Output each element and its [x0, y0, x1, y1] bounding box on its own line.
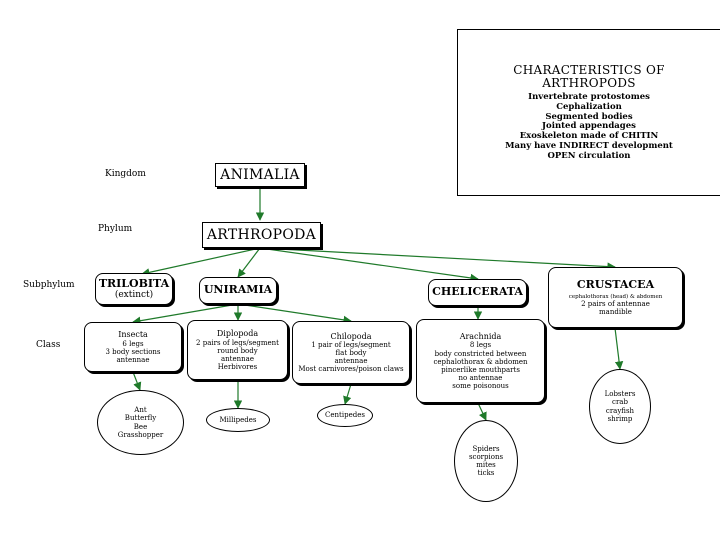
diplopoda-trait: Herbivores [217, 362, 258, 371]
characteristic-item: Cephalization [556, 101, 622, 112]
class-arachnida-name: Arachnida [459, 332, 502, 342]
chilopoda-trait: Most carnivores/poison claws [298, 365, 404, 374]
characteristic-item: Exoskeleton made of CHITIN [519, 131, 659, 142]
examples-arachnida-ellipse: Spiders scorpions mites ticks [454, 420, 518, 502]
example-arachnid: ticks [477, 469, 495, 478]
subphylum-trilobita-box: TRILOBITA (extinct) [95, 273, 173, 305]
arachnida-trait: cephalothorax & abdomen [433, 357, 528, 366]
characteristic-item: Jointed appendages [542, 121, 636, 132]
examples-insecta-ellipse: Ant Butterfly Bee Grasshopper [97, 390, 184, 455]
characteristic-item: Invertebrate protostomes [528, 92, 650, 103]
chilopoda-trait: antennae [334, 357, 368, 366]
subphylum-uniramia-box: UNIRAMIA [199, 277, 277, 304]
class-insecta-box: Insecta 6 legs 3 body sections antennae [84, 322, 182, 372]
class-diplopoda-name: Diplopoda [216, 329, 259, 339]
kingdom-animalia-box: ANIMALIA [215, 163, 305, 187]
example-insect: Butterfly [124, 414, 157, 423]
arrow-uniramia-to-insecta [132, 303, 239, 325]
example-crustacean: shrimp [607, 414, 633, 423]
examples-diplopoda-ellipse: Millipedes [206, 408, 270, 432]
characteristic-item: Many have INDIRECT development [505, 140, 673, 151]
crustacea-trait: mandible [599, 307, 632, 316]
rank-label-kingdom: Kingdom [105, 169, 146, 179]
arachnida-trait: pincerlike mouthparts [441, 365, 520, 374]
rank-label-class: Class [36, 340, 61, 350]
insecta-trait: antennae [116, 355, 150, 364]
phylum-name: ARTHROPODA [206, 226, 317, 243]
diplopoda-trait: round body [217, 346, 258, 355]
examples-chilopoda-ellipse: Centipedes [317, 404, 373, 427]
rank-label-subphylum: Subphylum [23, 280, 75, 290]
example-arachnid: scorpions [468, 452, 504, 461]
arrow-uniramia-to-chilopoda [237, 303, 352, 325]
subphylum-chelicerata-box: CHELICERATA [428, 279, 527, 306]
examples-crustacea-ellipse: Lobsters crab crayfish shrimp [589, 369, 651, 444]
kingdom-name: ANIMALIA [220, 166, 300, 183]
class-diplopoda-box: Diplopoda 2 pairs of legs/segment round … [187, 320, 288, 380]
arachnida-trait: 8 legs [469, 341, 492, 350]
crustacea-trait: cephalothorax (head) & abdomen [568, 293, 663, 300]
arrow-arthropoda-to-chelicerata [259, 247, 479, 283]
arrow-arthropoda-to-crustacea [259, 247, 616, 271]
example-crustacean: crab [612, 398, 628, 407]
characteristic-item: OPEN circulation [547, 150, 631, 161]
example-insect: Grasshopper [117, 430, 164, 439]
arrow-crustacea-to-examples [614, 327, 624, 370]
arachnida-trait: body constricted between [434, 349, 527, 358]
arachnida-trait: some poisonous [452, 381, 509, 390]
arrow-arthropoda-to-uniramia [237, 247, 261, 278]
subphylum-trilobita-name: TRILOBITA [98, 276, 170, 290]
chilopoda-trait: 1 pair of legs/segment [311, 341, 391, 349]
arrow-arachnida-to-examples [477, 402, 487, 421]
diplopoda-trait: antennae [221, 354, 254, 363]
arachnida-trait: no antennae [458, 373, 503, 382]
crustacea-trait: 2 pairs of antennae [581, 299, 650, 308]
subphylum-chelicerata-name: CHELICERATA [432, 285, 523, 299]
subphylum-crustacea-name: CRUSTACEA [576, 277, 655, 291]
subphylum-trilobita-note: (extinct) [114, 290, 154, 301]
class-chilopoda-name: Chilopoda [330, 331, 372, 341]
arrow-arthropoda-to-trilobita [141, 247, 261, 277]
phylum-arthropoda-box: ARTHROPODA [202, 222, 321, 248]
arrow-chilopoda-to-examples [343, 383, 352, 405]
example-crustacean: Lobsters [604, 390, 636, 399]
class-arachnida-box: Arachnida 8 legs body constricted betwee… [416, 319, 545, 403]
subphylum-uniramia-name: UNIRAMIA [203, 283, 273, 297]
example-arachnid: Spiders [472, 444, 500, 453]
characteristics-box: CHARACTERISTICS OF ARTHROPODS Invertebra… [457, 29, 720, 196]
example-crustacean: crayfish [605, 406, 635, 415]
diplopoda-trait: 2 pairs of legs/segment [196, 338, 279, 347]
chilopoda-trait: flat body [335, 349, 367, 358]
rank-label-phylum: Phylum [98, 224, 133, 234]
characteristic-item: Segmented bodies [545, 111, 633, 122]
example-centipede: Centipedes [325, 411, 365, 420]
characteristics-title-line-1: CHARACTERISTICS OF [513, 62, 665, 77]
insecta-trait: 3 body sections [105, 347, 161, 356]
example-millipede: Millipedes [219, 415, 257, 424]
example-insect: Ant [134, 406, 147, 415]
example-arachnid: mites [476, 461, 496, 469]
arrow-insecta-to-examples [132, 371, 142, 391]
characteristics-title-line-2: ARTHROPODS [542, 76, 636, 91]
class-insecta-name: Insecta [118, 330, 148, 340]
insecta-trait: 6 legs [122, 339, 144, 348]
class-chilopoda-box: Chilopoda 1 pair of legs/segment flat bo… [292, 321, 410, 384]
example-insect: Bee [133, 422, 148, 431]
subphylum-crustacea-box: CRUSTACEA cephalothorax (head) & abdomen… [548, 267, 683, 328]
